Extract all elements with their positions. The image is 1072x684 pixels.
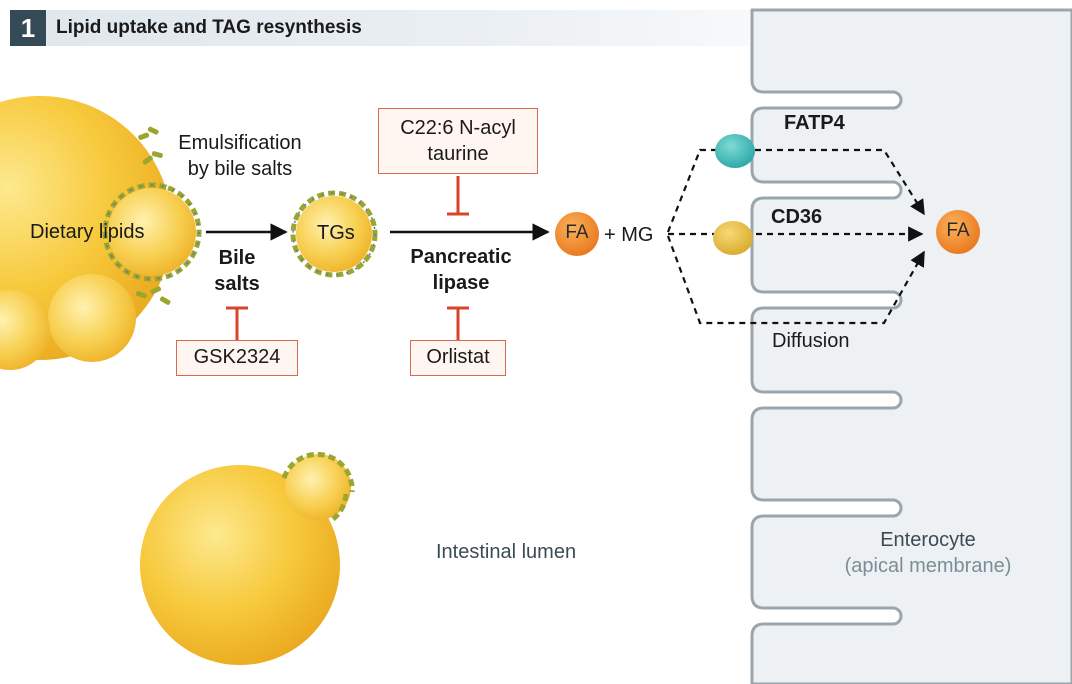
c22-taurine-box: C22:6 N-acyl taurine (378, 108, 538, 174)
dietary-lipid-droplet-small-2 (0, 290, 50, 370)
transport-paths (666, 148, 925, 325)
cd36-transporter (713, 221, 753, 255)
enterocyte-line2: (apical membrane) (844, 555, 1012, 577)
tgs-droplet (296, 196, 372, 272)
pancreatic-line1: Pancreatic (410, 246, 512, 268)
cd36-label: CD36 (771, 206, 823, 228)
fa-molecule-lumen (555, 212, 599, 256)
enterocyte-line1: Enterocyte (880, 529, 976, 551)
lipid-droplet-bottom-coat (281, 451, 355, 493)
fatp4-label: FATP4 (784, 112, 845, 134)
tgs-bile-coat-dots (292, 192, 376, 276)
emulsified-droplet (108, 188, 196, 276)
pancreatic-lipase-label: Pancreatic lipase (388, 244, 534, 296)
c22-taurine-inhibition (447, 176, 469, 216)
fa-molecule-enterocyte (936, 210, 980, 254)
c22-line2: taurine (427, 143, 489, 165)
panel-number: 1 (10, 10, 46, 46)
c22-line1: C22:6 N-acyl (400, 117, 516, 139)
fa-label-enterocyte: FA (946, 220, 970, 241)
panel-title: Lipid uptake and TAG resynthesis (56, 17, 362, 38)
dietary-lipid-droplet-large (0, 96, 172, 360)
pancreatic-line2: lipase (432, 272, 490, 294)
bile-salt-coat (102, 182, 202, 282)
dietary-lipid-droplet-small-1 (48, 274, 136, 362)
enterocyte-membrane (750, 8, 1072, 684)
enterocyte-label: Enterocyte (apical membrane) (818, 527, 1038, 579)
bile-salt-fragments (135, 126, 171, 305)
intestinal-lumen-label: Intestinal lumen (436, 541, 577, 563)
orlistat-box: Orlistat (410, 340, 506, 376)
plus-mg-label: + MG (604, 224, 654, 246)
fa-label-lumen: FA (565, 222, 589, 243)
panel-header-bar (10, 10, 750, 46)
bile-line2: salts (214, 273, 260, 295)
emulsification-line2: by bile salts (187, 158, 293, 180)
gsk2324-inhibition (226, 306, 248, 340)
emulsification-line1: Emulsification (178, 132, 302, 154)
lipid-droplet-bottom-small (285, 454, 351, 520)
dietary-lipids-label: Dietary lipids (30, 221, 145, 243)
diffusion-label: Diffusion (772, 330, 850, 352)
bile-salt-coat-dots (104, 184, 200, 280)
emulsification-label: Emulsification by bile salts (160, 130, 320, 182)
gsk2324-box: GSK2324 (176, 340, 298, 376)
bile-line1: Bile (218, 247, 256, 269)
fatp4-transporter (715, 134, 755, 168)
bile-salts-label: Bile salts (196, 245, 278, 297)
orlistat-inhibition (447, 306, 469, 340)
lipid-droplet-bottom (140, 465, 340, 665)
tgs-label: TGs (317, 222, 355, 244)
lipid-droplet-bottom-coat-2 (330, 493, 349, 523)
